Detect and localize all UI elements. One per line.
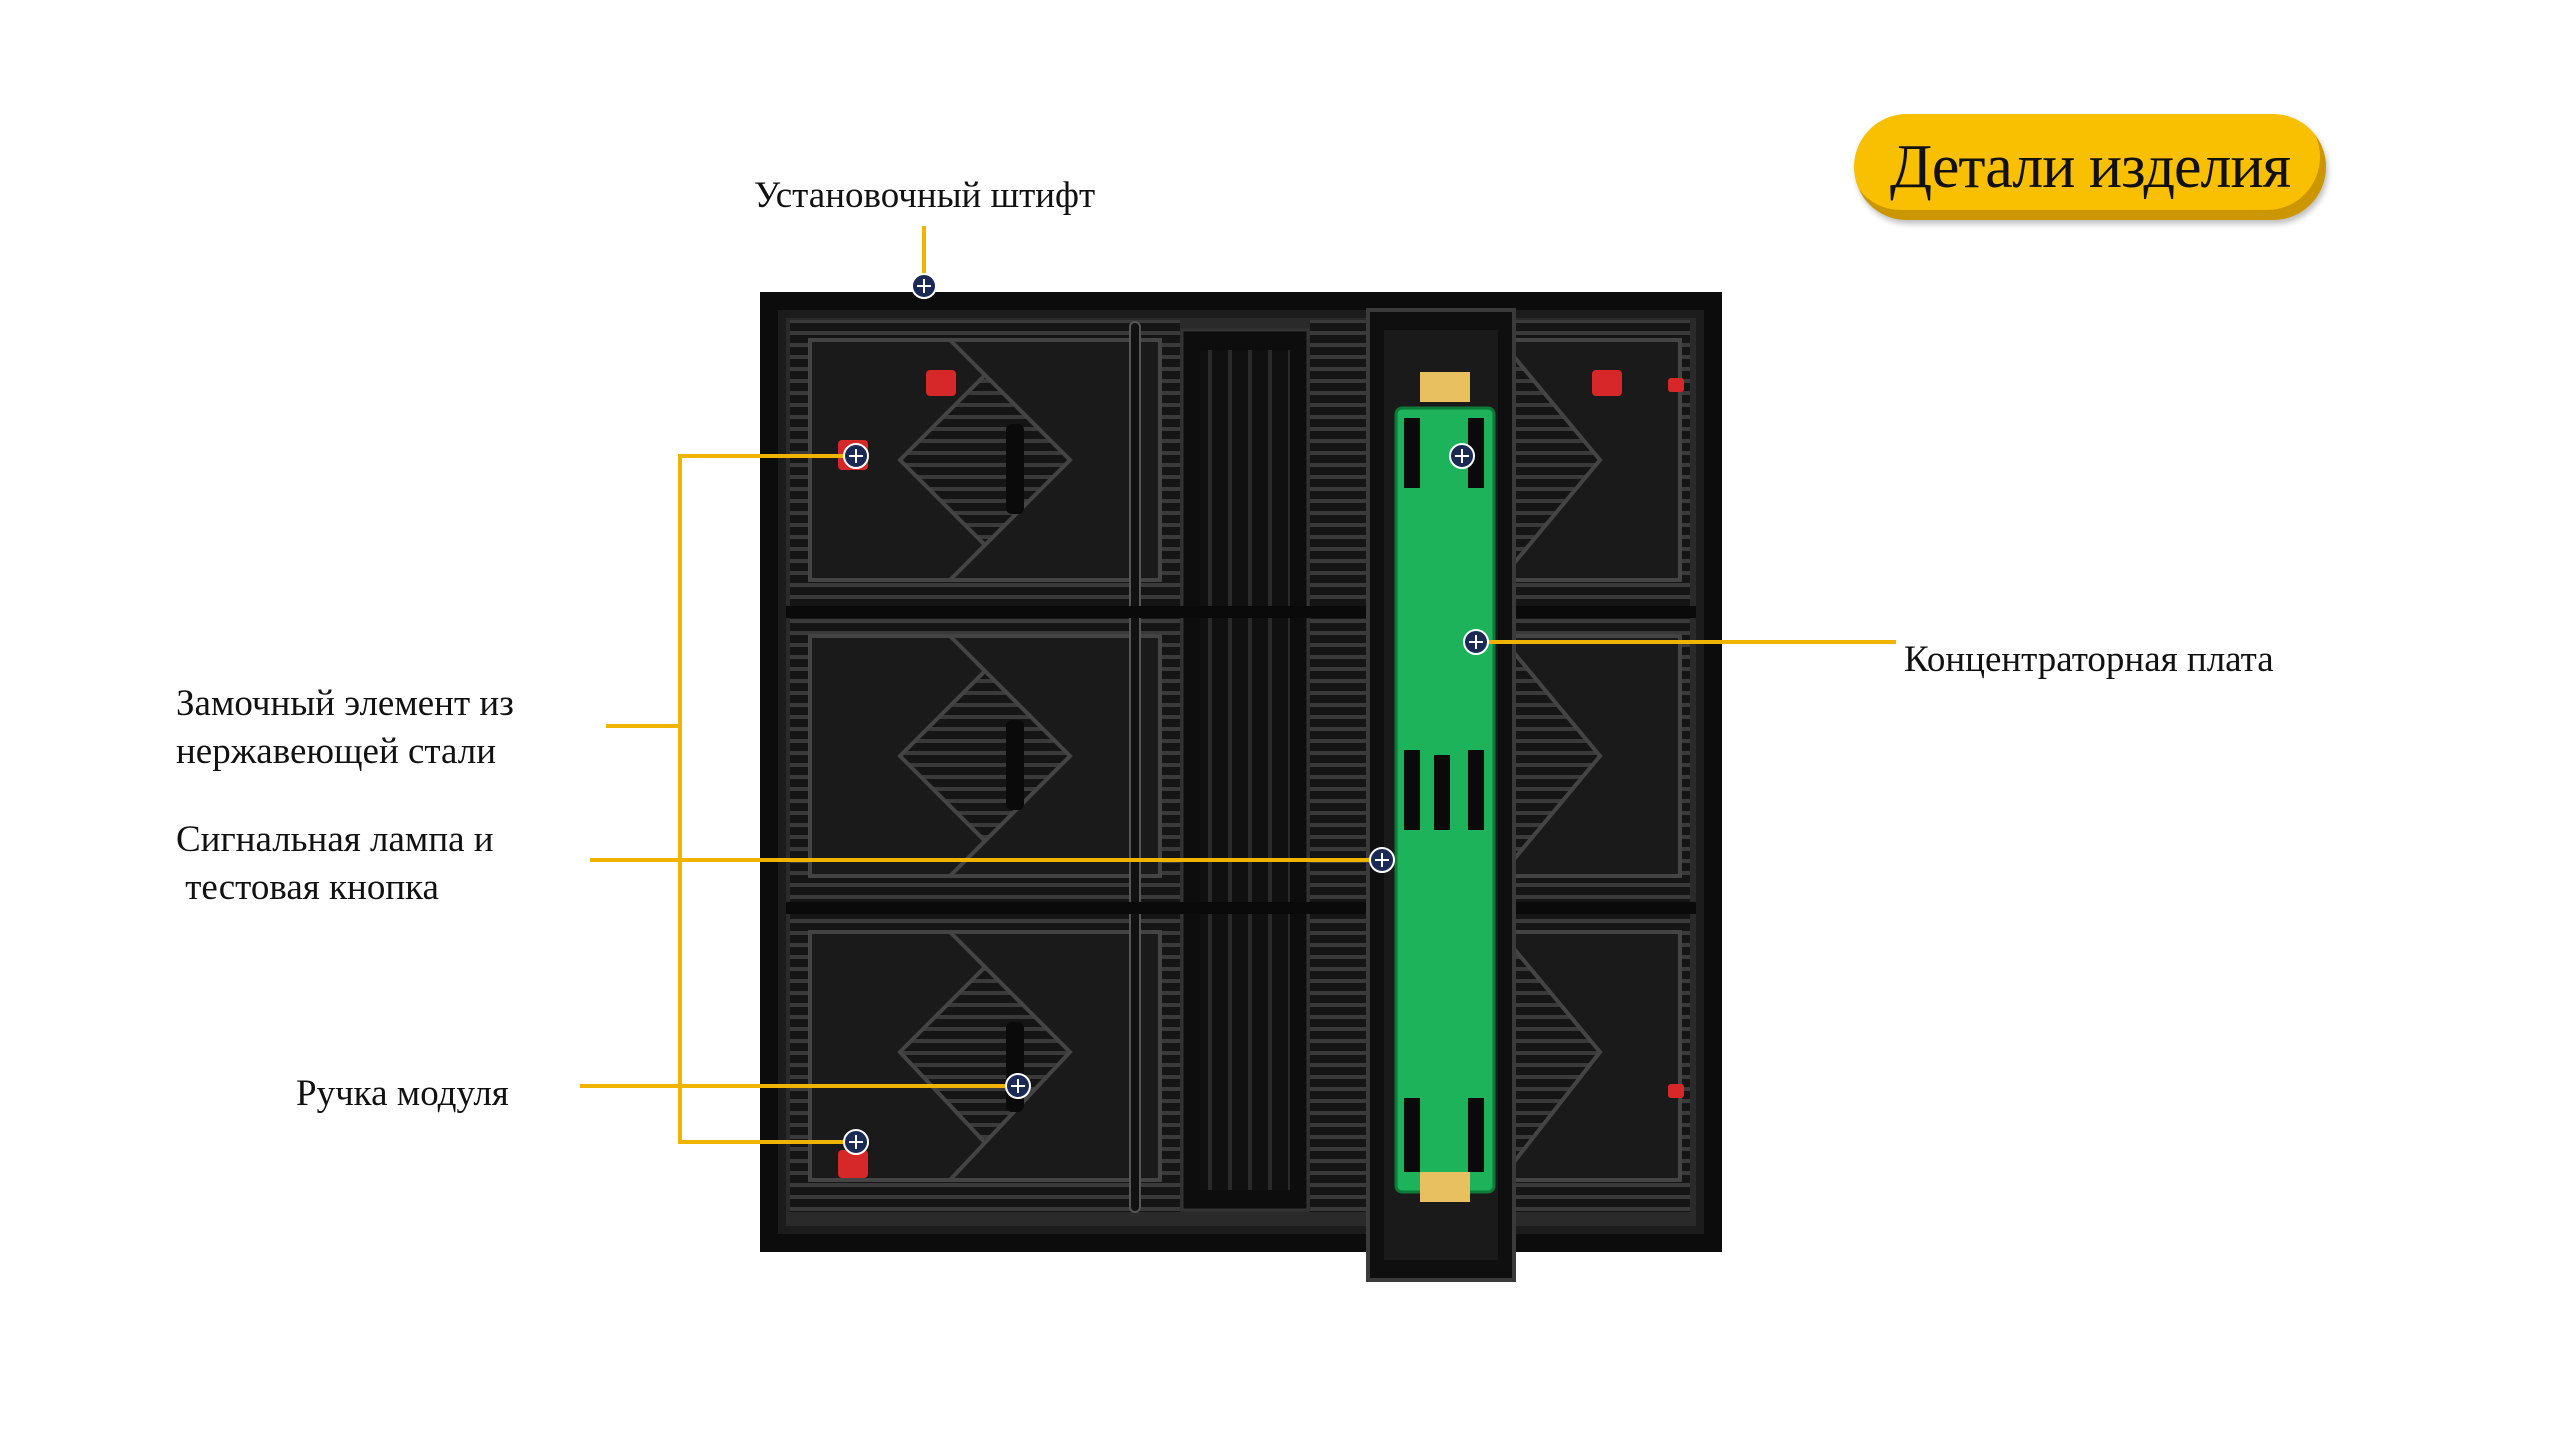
crosshair-marker-icon [1449,443,1475,469]
label-signal-line2: тестовая кнопка [176,867,439,908]
crosshair-marker-icon [911,273,937,299]
label-module-handle-text: Ручка модуля [296,1073,509,1114]
title-badge: Детали изделия [1854,114,2326,220]
label-hub-board-text: Концентраторная плата [1904,639,2274,680]
label-signal-line1: Сигнальная лампа и [176,819,494,860]
page-title: Детали изделия [1889,132,2291,201]
label-hub-board: Концентраторная плата [1904,636,2274,684]
label-lock-element: Замочный элемент из нержавеющей стали [176,680,514,776]
label-signal-lamp: Сигнальная лампа и тестовая кнопка [176,816,494,912]
crosshair-marker-icon [843,443,869,469]
module-cells [786,320,1696,1213]
label-mounting-pin-text: Установочный штифт [754,175,1096,216]
crosshair-marker-icon [843,1129,869,1155]
module-cell-middle-left [790,616,1180,906]
power-supply-rail [1129,321,1310,1213]
hub-board-housing [1366,308,1516,1282]
label-lock-line1: Замочный элемент из [176,683,514,724]
leader-bracket-lock [678,454,856,1144]
crosshair-marker-icon [1463,629,1489,655]
crosshair-marker-icon [1005,1073,1031,1099]
divider-bottom [786,902,1696,914]
label-lock-line2: нержавеющей стали [176,731,497,772]
label-module-handle: Ручка модуля [296,1070,509,1118]
leader-lines [580,226,1896,1144]
divider-top [786,606,1696,618]
label-mounting-pin: Установочный штифт [754,172,1095,220]
markers [843,273,1489,1155]
crosshair-marker-icon [1369,847,1395,873]
